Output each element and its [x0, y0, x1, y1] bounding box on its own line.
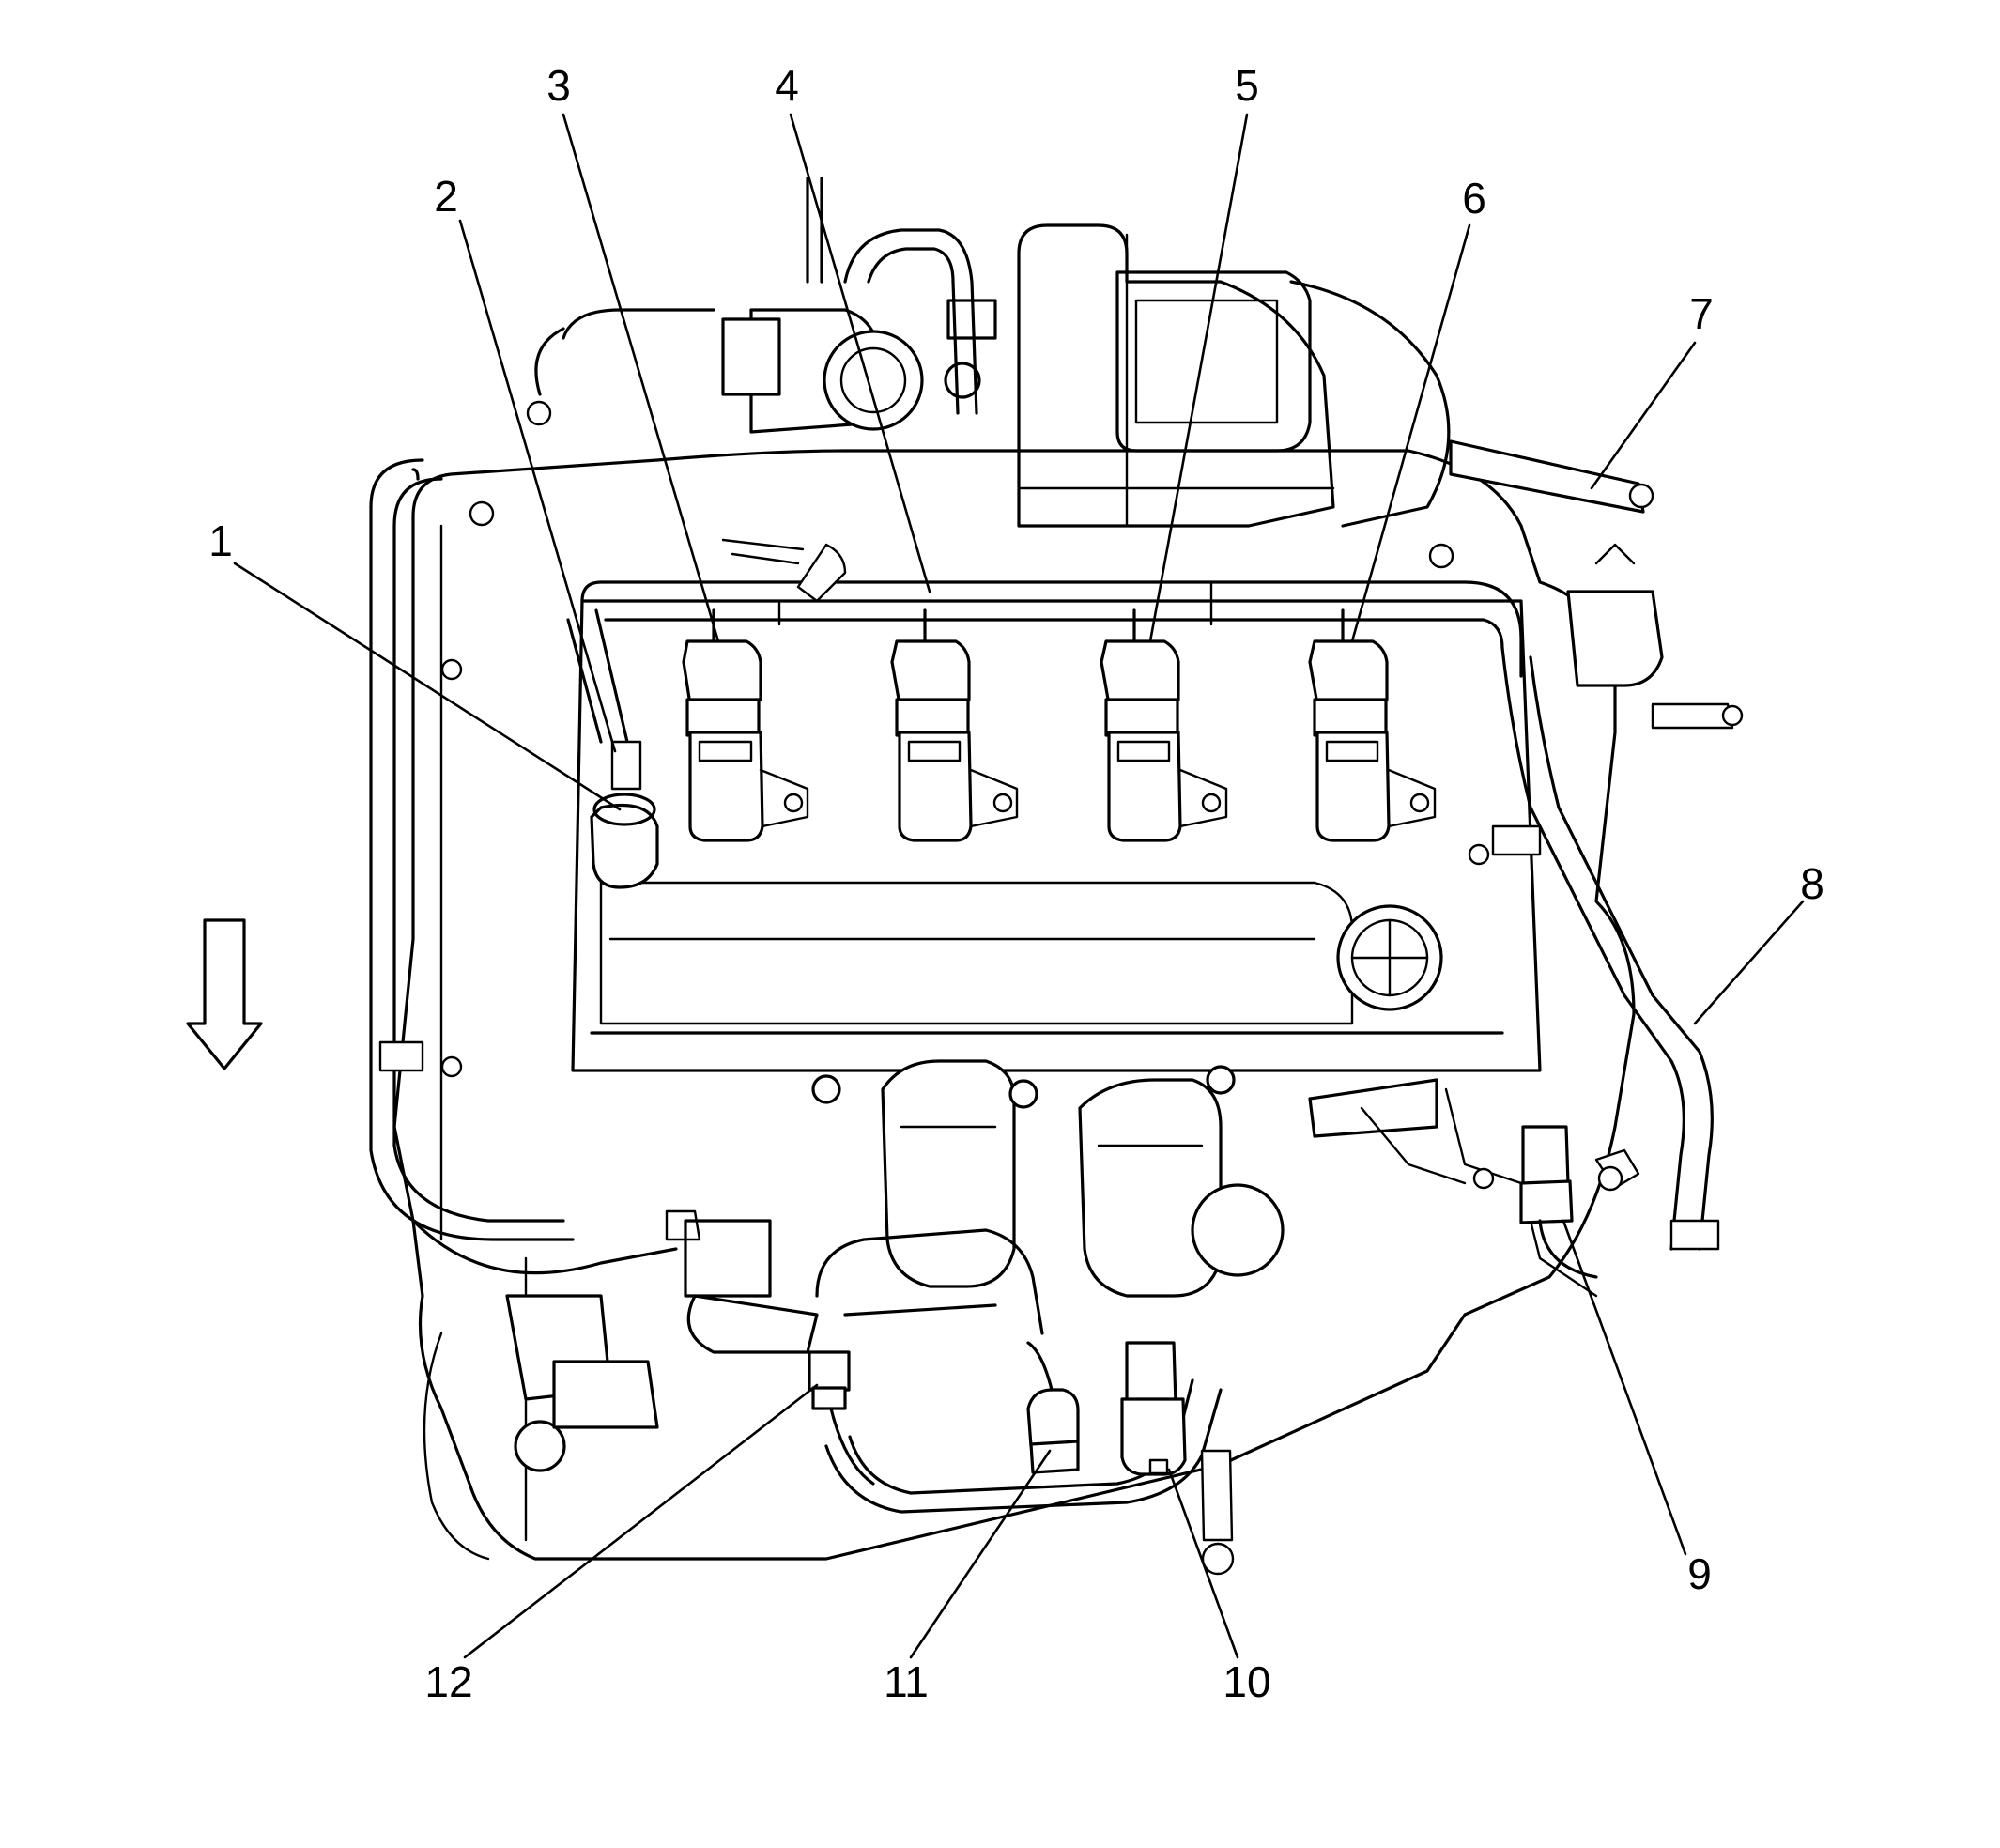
callout-10: 10	[1223, 1657, 1270, 1706]
leader-line-3	[562, 113, 720, 643]
coil-connector-3	[682, 639, 764, 842]
callout-labels: 1 2 3 4 5 6 7 8 9 10 11 12	[208, 61, 1824, 1706]
air-cleaner-housing	[1017, 223, 1451, 528]
callout-6: 6	[1462, 174, 1486, 223]
right-bracket	[1449, 439, 1744, 730]
callout-11: 11	[884, 1657, 929, 1706]
callout-1: 1	[208, 516, 233, 565]
intake-runners	[811, 1059, 1438, 1298]
callout-8: 8	[1800, 859, 1824, 908]
callout-5: 5	[1235, 61, 1259, 110]
leader-line-8	[1693, 900, 1805, 1025]
throttle-body	[534, 177, 997, 434]
valve-cover	[571, 599, 1542, 1072]
callout-7: 7	[1689, 289, 1714, 338]
leader-line-12	[463, 1383, 819, 1659]
lower-left-components	[423, 1219, 819, 1561]
leader-line-2	[458, 219, 617, 753]
callout-12: 12	[424, 1657, 472, 1706]
oil-fill-cap	[1336, 904, 1443, 1011]
callout-9: 9	[1687, 1549, 1712, 1598]
leader-line-9	[1562, 1219, 1687, 1556]
sensor-connectors	[808, 1125, 1640, 1576]
leader-line-4	[789, 113, 931, 593]
callout-4: 4	[775, 61, 799, 110]
callout-2: 2	[434, 172, 458, 221]
coil-connector-5	[1100, 639, 1182, 842]
leader-line-10	[1167, 1468, 1239, 1659]
left-coolant-hose	[369, 458, 678, 1275]
callout-3: 3	[546, 61, 571, 110]
coil-harness	[580, 538, 1523, 678]
down-arrow-icon	[186, 918, 263, 1070]
leader-line-1	[233, 562, 622, 811]
coil-connector-6	[1308, 639, 1391, 842]
leader-line-11	[909, 1449, 1052, 1659]
engine-drawing	[369, 177, 1744, 1576]
leader-line-6	[1350, 223, 1471, 643]
misc-fittings	[440, 400, 1623, 1241]
ignition-coils	[682, 639, 1437, 842]
component-1-tube	[566, 608, 659, 889]
right-side-hose	[1491, 646, 1720, 1251]
leader-line-5	[1148, 113, 1249, 643]
leader-line-7	[1590, 341, 1697, 490]
coil-connector-4	[890, 639, 973, 842]
leader-lines	[233, 113, 1805, 1659]
